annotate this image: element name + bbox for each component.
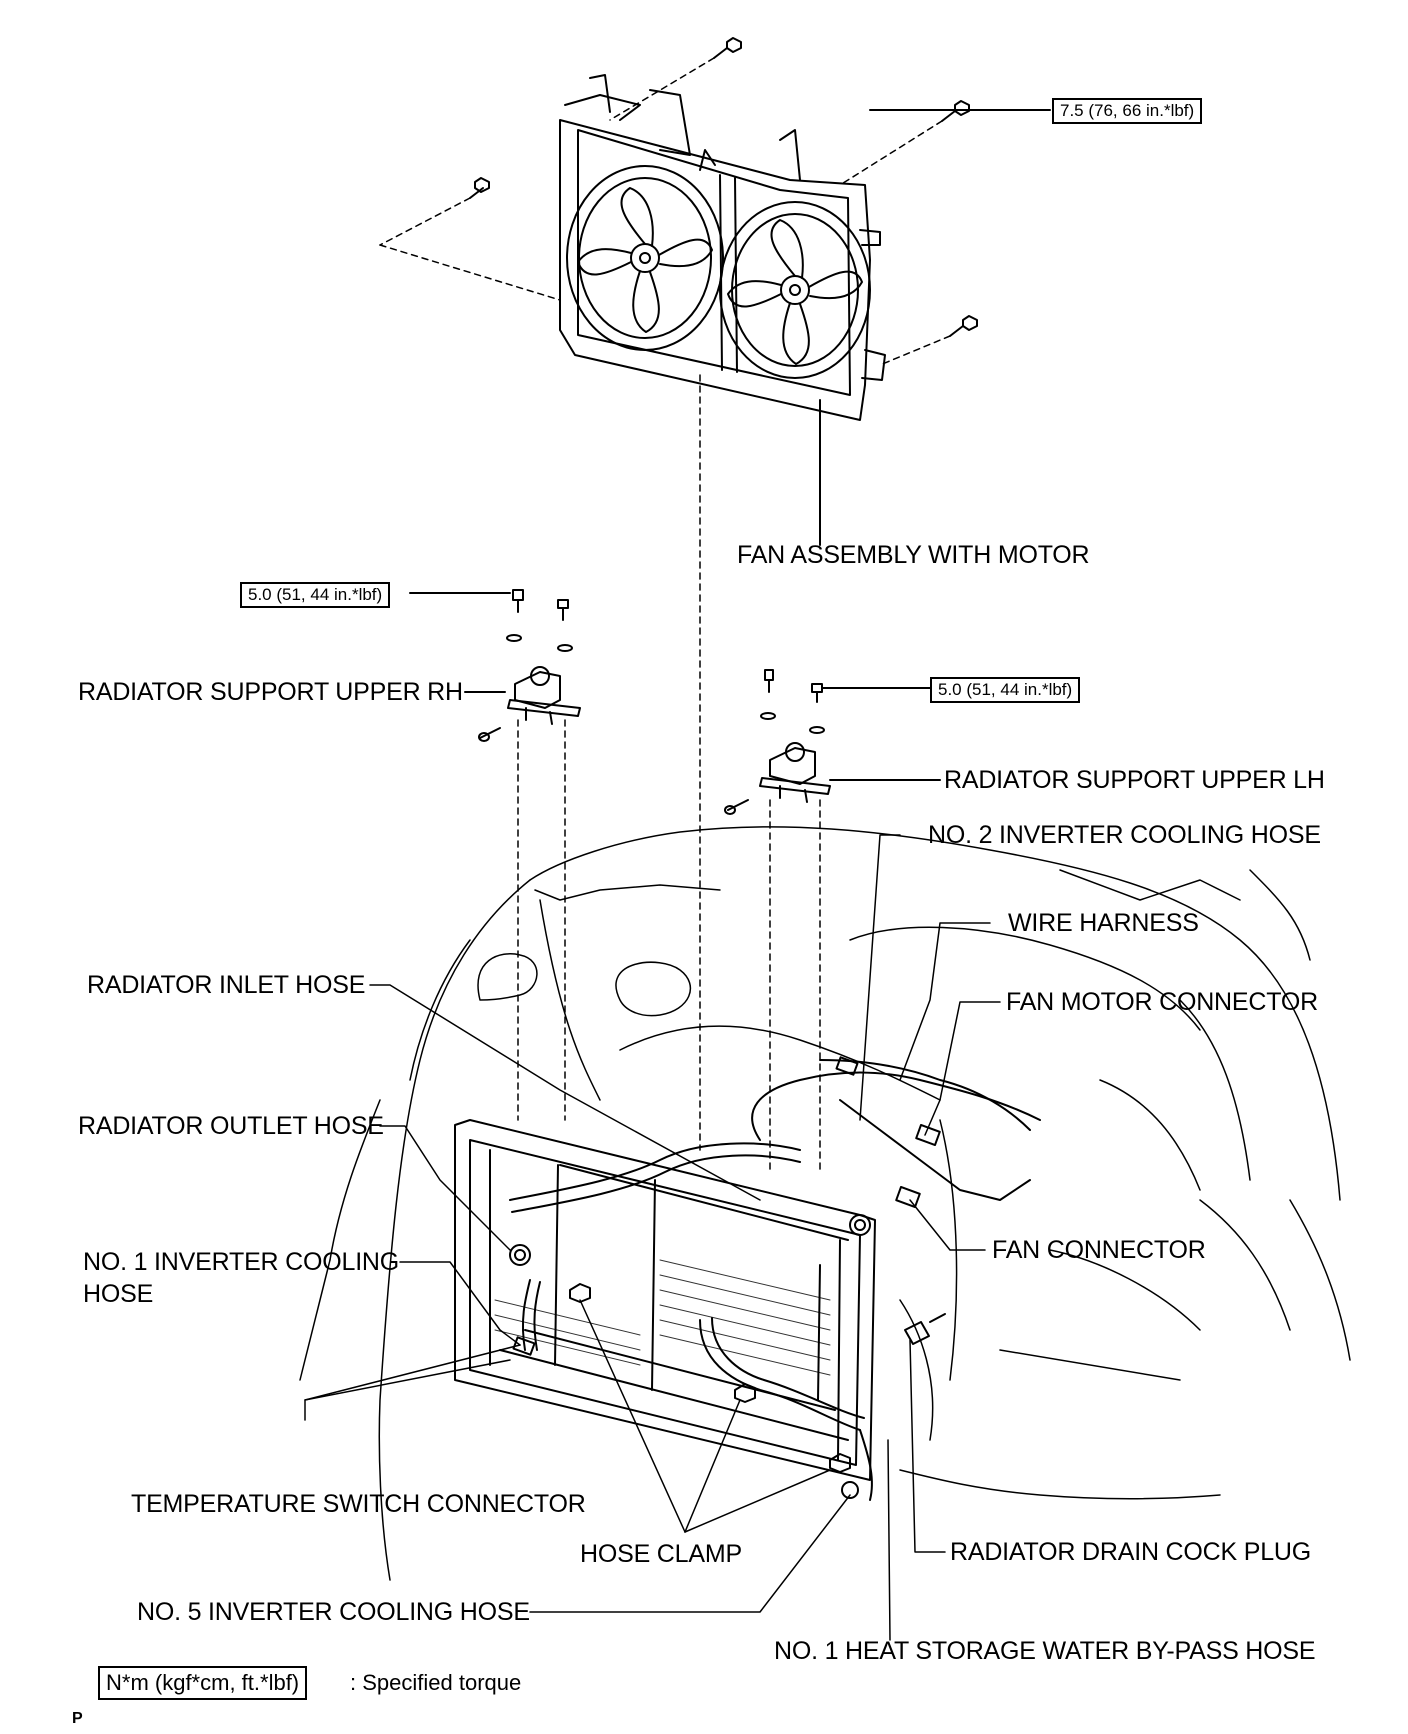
legend-description: : Specified torque [350,1670,522,1695]
label-no1-inverter-hose-line2: HOSE [83,1280,154,1308]
torque-fan-bolt: 7.5 (76, 66 in.*lbf) [1052,98,1203,124]
support-lh [724,669,831,815]
leader-lines [304,834,1001,1641]
page-mark: P [72,1710,83,1727]
fan-left [566,165,724,351]
label-fan-connector: FAN CONNECTOR [992,1236,1206,1264]
label-fan-assembly: FAN ASSEMBLY WITH MOTOR [737,541,1090,569]
torque-support-lh-bolt: 5.0 (51, 44 in.*lbf) [930,677,1081,703]
torque-support-rh-bolt: 5.0 (51, 44 in.*lbf) [240,582,391,608]
fan-bolts [469,37,978,337]
label-wire-harness: WIRE HARNESS [1008,909,1199,937]
legend-torque-unit: N*m (kgf*cm, ft.*lbf) [98,1666,308,1700]
connectors [512,1056,946,1356]
label-no1-inverter-hose-line1: NO. 1 INVERTER COOLING [83,1248,400,1276]
hose-clamps [509,1214,871,1499]
label-no5-inverter-hose: NO. 5 INVERTER COOLING HOSE [137,1598,530,1626]
support-rh [478,589,581,742]
label-no1-heat-storage-hose: NO. 1 HEAT STORAGE WATER BY-PASS HOSE [774,1637,1316,1665]
label-support-lh: RADIATOR SUPPORT UPPER LH [944,766,1325,794]
label-temp-switch-connector: TEMPERATURE SWITCH CONNECTOR [131,1490,586,1518]
label-radiator-drain-cock: RADIATOR DRAIN COCK PLUG [950,1538,1311,1566]
engine-bay-outline [299,826,1351,1581]
label-fan-motor-connector: FAN MOTOR CONNECTOR [1006,988,1318,1016]
radiator [454,1119,876,1481]
fan-alignment-lines [379,57,951,1151]
label-no2-inverter-hose: NO. 2 INVERTER COOLING HOSE [928,821,1321,849]
label-hose-clamp: HOSE CLAMP [580,1540,742,1568]
hoses [509,1059,1041,1501]
label-radiator-outlet-hose: RADIATOR OUTLET HOSE [78,1112,384,1140]
label-radiator-inlet-hose: RADIATOR INLET HOSE [87,971,366,999]
label-support-rh: RADIATOR SUPPORT UPPER RH [78,678,463,706]
fan-right [719,201,871,379]
support-alignment-lines [517,719,821,1171]
fan-shroud [559,74,886,421]
